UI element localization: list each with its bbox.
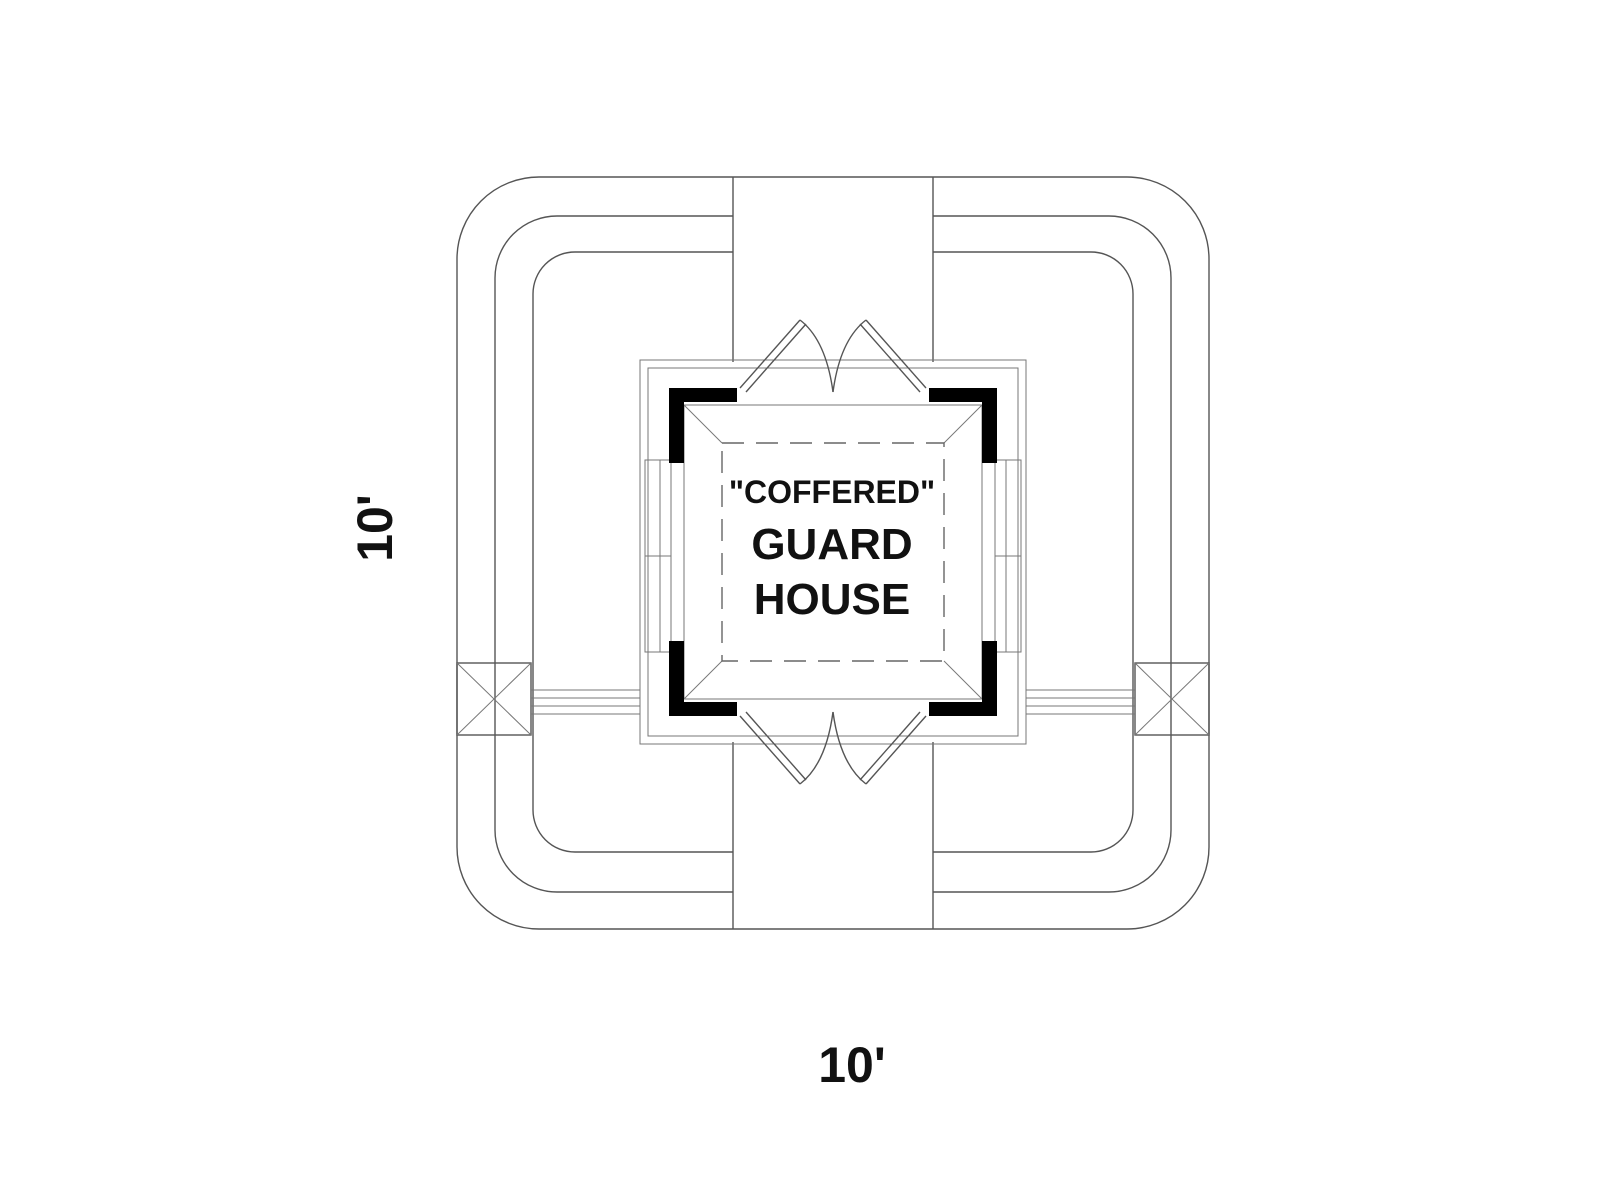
door-bottom bbox=[739, 711, 927, 785]
dimension-depth: 10' bbox=[347, 494, 403, 562]
guard-house-trim bbox=[639, 359, 1027, 745]
coffered-ceiling bbox=[683, 404, 983, 700]
room-label-line3: HOUSE bbox=[754, 575, 910, 624]
door-top bbox=[739, 319, 927, 393]
coffer-dashed-outline bbox=[721, 442, 945, 662]
walkway bbox=[732, 172, 934, 934]
corner-walls bbox=[669, 388, 997, 716]
room-label-line1: "COFFERED" bbox=[729, 474, 935, 510]
room-label-line2: GUARD bbox=[751, 520, 912, 569]
gate-posts bbox=[456, 662, 1210, 736]
dimension-width: 10' bbox=[818, 1037, 886, 1093]
